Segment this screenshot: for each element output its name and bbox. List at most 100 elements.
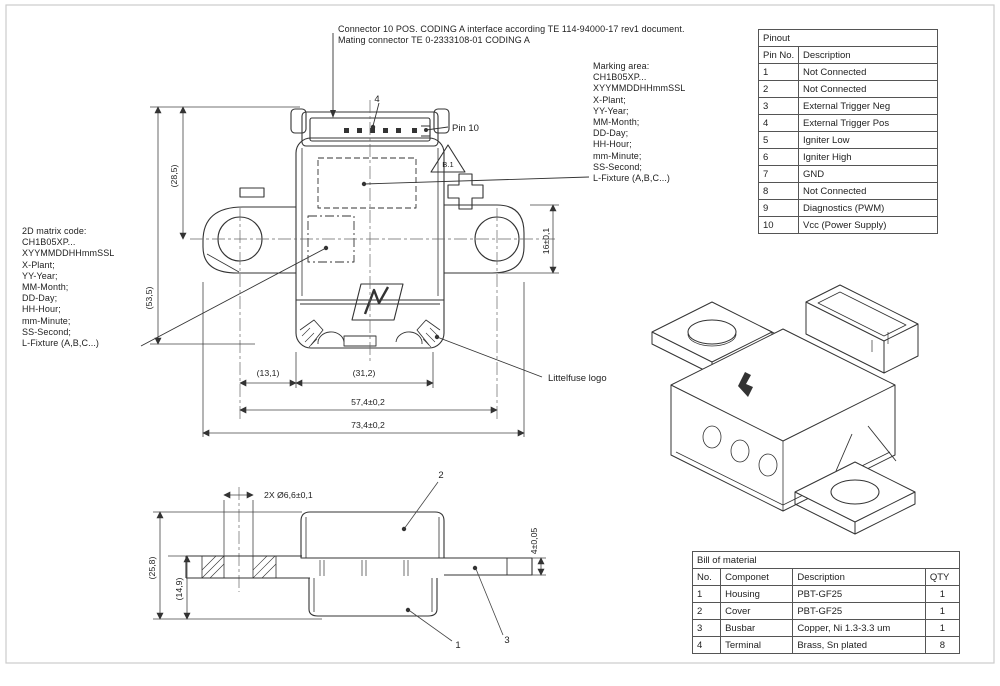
revision-label: B.1	[442, 160, 453, 169]
pin-desc: Not Connected	[798, 63, 938, 81]
side-view	[185, 511, 533, 617]
revision-triangle-icon	[430, 144, 466, 173]
dim-body-width: (31,2)	[353, 368, 376, 378]
bom-no: 2	[691, 602, 722, 620]
pin-desc: Not Connected	[798, 182, 938, 200]
note-line: mm-Minute;	[22, 315, 71, 326]
note-line: L-Fixture (A,B,C...)	[593, 173, 671, 184]
callout-labels: 4 Pin 10 B.1 Littelfuse logo 2 1 3	[374, 94, 606, 651]
bom-component: Housing	[720, 585, 794, 603]
leader-dots	[323, 110, 440, 340]
bom-qty: 1	[924, 619, 961, 637]
bom-qty: 8	[924, 636, 961, 654]
note-line: CH1B05XP...	[593, 72, 647, 83]
note-line: Marking area:	[593, 61, 650, 71]
pin-no: 6	[758, 148, 799, 166]
pin-no: 1	[758, 63, 799, 81]
bom-description: PBT-GF25	[792, 602, 926, 620]
note-line: SS-Second;	[593, 161, 643, 172]
pin-desc: Diagnostics (PWM)	[798, 199, 938, 217]
note-line: CH1B05XP...	[22, 237, 76, 248]
bom-col-header: Description	[792, 568, 926, 586]
table-row: 3 Busbar Copper, Ni 1.3-3.3 um 1	[691, 619, 961, 637]
note-line: MM-Month;	[22, 282, 69, 293]
note-line: HH-Hour;	[22, 304, 61, 315]
bom-col-header: QTY	[924, 568, 961, 586]
dimension-labels: (28,5) (53,5) (13,1) (31,2) 57,4±0,2 73,…	[144, 165, 551, 601]
note-line: DD-Day;	[593, 128, 629, 139]
table-row: 2 Cover PBT-GF25 1	[691, 602, 961, 620]
note-line: XYYMMDDHHmmSSL	[22, 248, 115, 259]
dim-hole-offset: (13,1)	[257, 368, 280, 378]
dim-holes: 2X Ø6,6±0,1	[264, 490, 313, 500]
dim-side-height-busbar: (14,9)	[174, 578, 184, 601]
callout-1: 1	[455, 640, 460, 651]
note-line: X-Plant;	[593, 94, 626, 105]
marking-area-zone	[317, 157, 417, 209]
note-line: DD-Day;	[22, 293, 58, 304]
table-row: 4 Terminal Brass, Sn plated 8	[691, 636, 961, 654]
pinout-header-row: Pin No. Description	[758, 46, 938, 64]
connector-pins	[344, 128, 417, 133]
iso-littelfuse-logo	[738, 372, 753, 397]
bom-no: 4	[691, 636, 722, 654]
pinout-title-row: Pinout	[758, 29, 938, 47]
bom-header-row: No. Componet Description QTY	[691, 568, 961, 586]
matrix-code-note: 2D matrix code: CH1B05XP... XYYMMDDHHmmS…	[22, 226, 114, 349]
dim-tab-height: 16±0,1	[541, 228, 551, 255]
pin-desc: GND	[798, 165, 938, 183]
pin-no: 5	[758, 131, 799, 149]
bom-description: Copper, Ni 1.3-3.3 um	[792, 619, 926, 637]
bom-qty: 1	[924, 602, 961, 620]
connector-note-line: Connector 10 POS. CODING A interface acc…	[338, 24, 685, 34]
pinout-col-header: Description	[798, 46, 938, 64]
note-line: MM-Month;	[593, 117, 640, 128]
bom-no: 1	[691, 585, 722, 603]
iso-connector	[805, 284, 919, 342]
bom-component: Busbar	[720, 619, 794, 637]
iso-left-hole	[687, 319, 737, 345]
dim-total-width: 73,4±0,2	[351, 420, 385, 430]
note-line: 2D matrix code:	[22, 226, 87, 236]
note-line: SS-Second;	[22, 326, 72, 337]
dim-height-total: (53,5)	[144, 287, 154, 310]
drawing-border	[5, 4, 995, 664]
right-tab	[444, 204, 525, 274]
callout-4: 4	[374, 94, 379, 105]
dim-busbar-thickness: 4±0,05	[529, 528, 539, 555]
pin-no: 10	[758, 216, 799, 234]
isometric-view	[651, 284, 919, 535]
front-dimensions	[150, 106, 559, 437]
note-line: L-Fixture (A,B,C...)	[22, 338, 100, 349]
pin-no: 2	[758, 80, 799, 98]
bom-title-row: Bill of material	[692, 551, 960, 569]
pin-desc: Igniter Low	[798, 131, 938, 149]
plus-mark-icon	[447, 173, 484, 210]
section-hatch	[201, 555, 277, 579]
connector-note-line: Mating connector TE 0-2333108-01 CODING …	[338, 35, 531, 46]
note-line: YY-Year;	[593, 105, 629, 116]
littelfuse-logo	[351, 283, 404, 321]
note-line: X-Plant;	[22, 259, 55, 270]
note-line: HH-Hour;	[593, 139, 632, 150]
dim-hole-spacing: 57,4±0,2	[351, 397, 385, 407]
bom-table: Bill of material No. Componet Descriptio…	[691, 551, 961, 654]
bom-title: Bill of material	[692, 551, 960, 569]
pinout-title: Pinout	[758, 29, 938, 47]
front-view	[202, 108, 525, 349]
callout-2: 2	[438, 470, 443, 481]
pin-desc: Igniter High	[798, 148, 938, 166]
connector-note: Connector 10 POS. CODING A interface acc…	[338, 24, 685, 46]
pin-desc: External Trigger Pos	[798, 114, 938, 132]
left-tab	[202, 206, 296, 274]
